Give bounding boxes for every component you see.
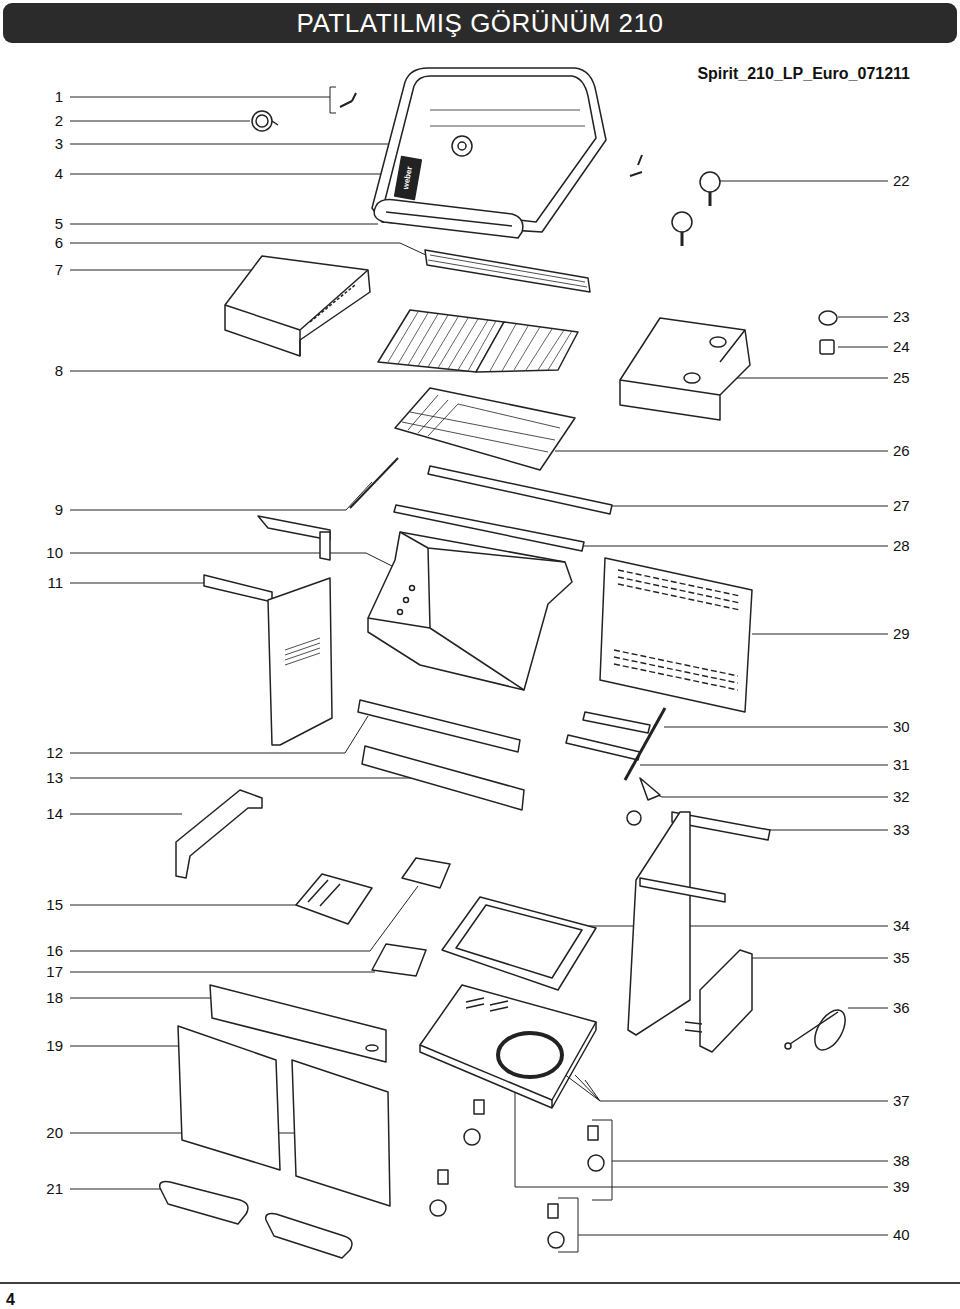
callout-number: 1: [55, 88, 63, 106]
callout-number: 20: [46, 1124, 63, 1142]
callout-number: 40: [893, 1226, 910, 1244]
callout-number: 12: [46, 744, 63, 762]
callout-number: 29: [893, 625, 910, 643]
page-number: 4: [6, 1291, 15, 1309]
callout-number: 4: [55, 165, 63, 183]
callout-number: 26: [893, 442, 910, 460]
callout-number: 14: [46, 805, 63, 823]
title-bar: PATLATILMIŞ GÖRÜNÜM 210: [3, 3, 957, 43]
callout-number: 21: [46, 1180, 63, 1198]
callout-number: 28: [893, 537, 910, 555]
callout-number: 11: [47, 574, 63, 592]
page-title: PATLATILMIŞ GÖRÜNÜM 210: [297, 8, 664, 39]
grill-parts: [0, 68, 960, 1283]
callout-number: 19: [46, 1037, 63, 1055]
callout-number: 16: [46, 942, 63, 960]
callout-number: 8: [55, 362, 63, 380]
callout-number: 35: [893, 949, 910, 967]
callout-number: 31: [893, 756, 910, 774]
callout-number: 34: [893, 917, 910, 935]
callout-number: 22: [893, 172, 910, 190]
callout-number: 24: [893, 338, 910, 356]
callout-number: 2: [55, 112, 63, 130]
callout-number: 25: [893, 369, 910, 387]
callout-number: 13: [46, 769, 63, 787]
callout-number: 9: [55, 501, 63, 519]
callout-number: 18: [46, 989, 63, 1007]
callout-number: 30: [893, 718, 910, 736]
callout-number: 5: [55, 215, 63, 233]
callout-number: 32: [893, 788, 910, 806]
document-code: Spirit_210_LP_Euro_071211: [697, 65, 910, 83]
callout-number: 15: [46, 896, 63, 914]
callout-number: 23: [893, 308, 910, 326]
callout-number: 33: [893, 821, 910, 839]
callout-number: 37: [893, 1092, 910, 1110]
leader-lines: [70, 87, 888, 1252]
callout-number: 38: [893, 1152, 910, 1170]
callout-number: 3: [55, 135, 63, 153]
brand-logo: weber: [401, 166, 415, 191]
callout-number: 17: [46, 963, 63, 981]
callout-number: 27: [893, 497, 910, 515]
callout-number: 6: [55, 234, 63, 252]
callout-number: 7: [55, 261, 63, 279]
callout-number: 10: [46, 544, 63, 562]
callout-number: 39: [893, 1178, 910, 1196]
callout-number: 36: [893, 999, 910, 1017]
